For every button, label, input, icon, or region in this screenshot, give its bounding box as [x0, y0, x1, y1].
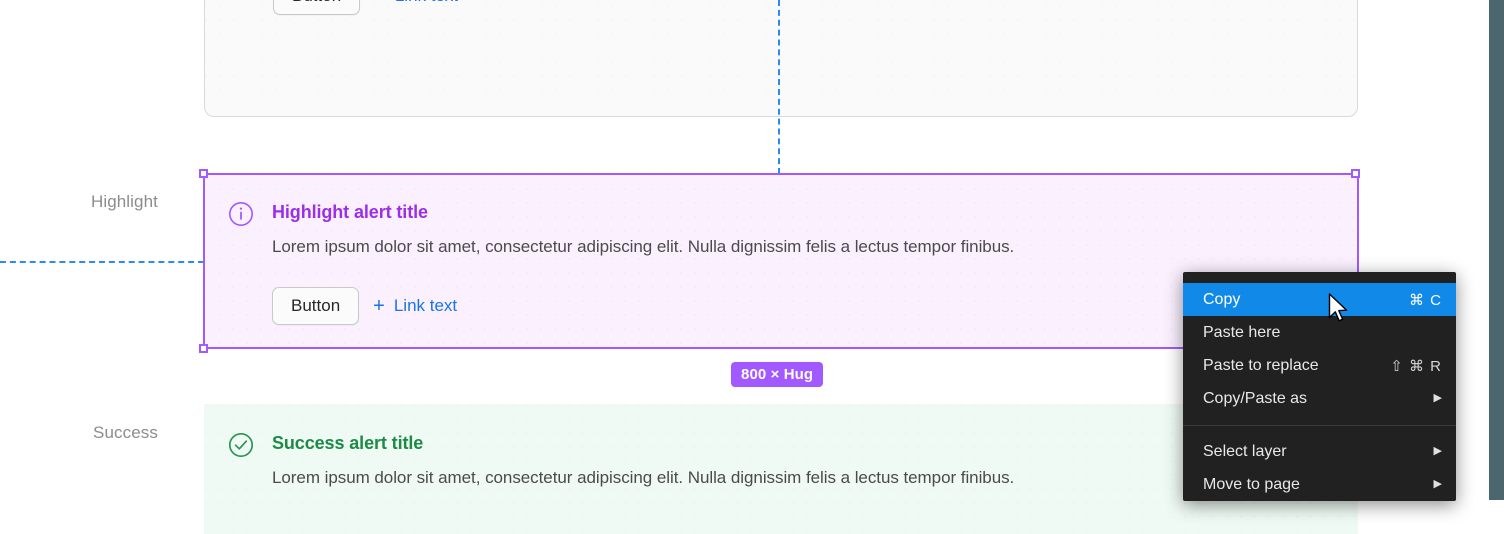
menu-item-shortcut: ⌘ C — [1409, 291, 1442, 309]
alert-title-success: Success alert title — [272, 433, 424, 453]
alert-button[interactable]: Button — [272, 287, 360, 325]
context-menu[interactable]: Copy ⌘ C Paste here Paste to replace ⇧ ⌘… — [1183, 272, 1456, 501]
resize-handle-top-left[interactable] — [199, 169, 208, 178]
alert-actions: Button + Link text — [272, 287, 457, 325]
info-circle-icon — [228, 201, 254, 227]
menu-item-copy-paste-as[interactable]: Copy/Paste as ▶ — [1183, 382, 1456, 415]
alert-title-highlight: Highlight alert title — [272, 202, 428, 222]
chevron-right-icon: ▶ — [1433, 478, 1442, 490]
menu-item-label: Copy — [1203, 290, 1241, 308]
menu-item-shortcut: ⇧ ⌘ R — [1390, 357, 1442, 375]
alert-actions: Button + Link text — [273, 0, 458, 15]
row-label-highlight: Highlight — [90, 192, 158, 211]
alert-button[interactable]: Button — [273, 0, 361, 15]
menu-item-label: Copy/Paste as — [1203, 389, 1308, 407]
alert-body-text: Lorem ipsum dolor sit amet, consectetur … — [272, 468, 1015, 487]
horizontal-measure-guide — [0, 261, 204, 263]
check-circle-icon — [228, 432, 254, 458]
alert-link-label: Link text — [393, 296, 458, 315]
plus-icon: + — [374, 0, 386, 6]
alert-card-highlight[interactable] — [204, 174, 1358, 348]
row-label-success: Success — [93, 423, 158, 442]
chevron-right-icon: ▶ — [1433, 445, 1442, 457]
alert-link-label: Link text — [395, 0, 458, 6]
plus-icon: + — [373, 295, 385, 317]
menu-item-paste-to-replace[interactable]: Paste to replace ⇧ ⌘ R — [1183, 349, 1456, 382]
size-badge: 800 × Hug — [731, 362, 824, 387]
right-edge-panel — [1489, 0, 1504, 500]
chevron-right-icon: ▶ — [1433, 392, 1442, 404]
menu-item-label: Select layer — [1203, 442, 1287, 460]
menu-item-label: Paste here — [1203, 323, 1281, 341]
alert-link[interactable]: + Link text — [373, 296, 457, 316]
menu-separator — [1183, 425, 1456, 426]
alert-body-text: Lorem ipsum dolor sit amet, consectetur … — [272, 237, 1015, 256]
alert-card-default[interactable]: Lorem ipsum dolor sit amet, consectetur … — [204, 0, 1358, 117]
resize-handle-bottom-left[interactable] — [199, 344, 208, 353]
menu-item-move-to-page[interactable]: Move to page ▶ — [1183, 468, 1456, 501]
resize-handle-top-right[interactable] — [1351, 169, 1360, 178]
menu-item-paste-here[interactable]: Paste here — [1183, 316, 1456, 349]
menu-item-select-layer[interactable]: Select layer ▶ — [1183, 435, 1456, 468]
menu-item-copy[interactable]: Copy ⌘ C — [1183, 283, 1456, 316]
menu-item-label: Paste to replace — [1203, 356, 1319, 374]
alert-link[interactable]: + Link text — [374, 0, 458, 6]
vertical-measure-guide — [778, 0, 780, 174]
menu-item-label: Move to page — [1203, 475, 1300, 493]
